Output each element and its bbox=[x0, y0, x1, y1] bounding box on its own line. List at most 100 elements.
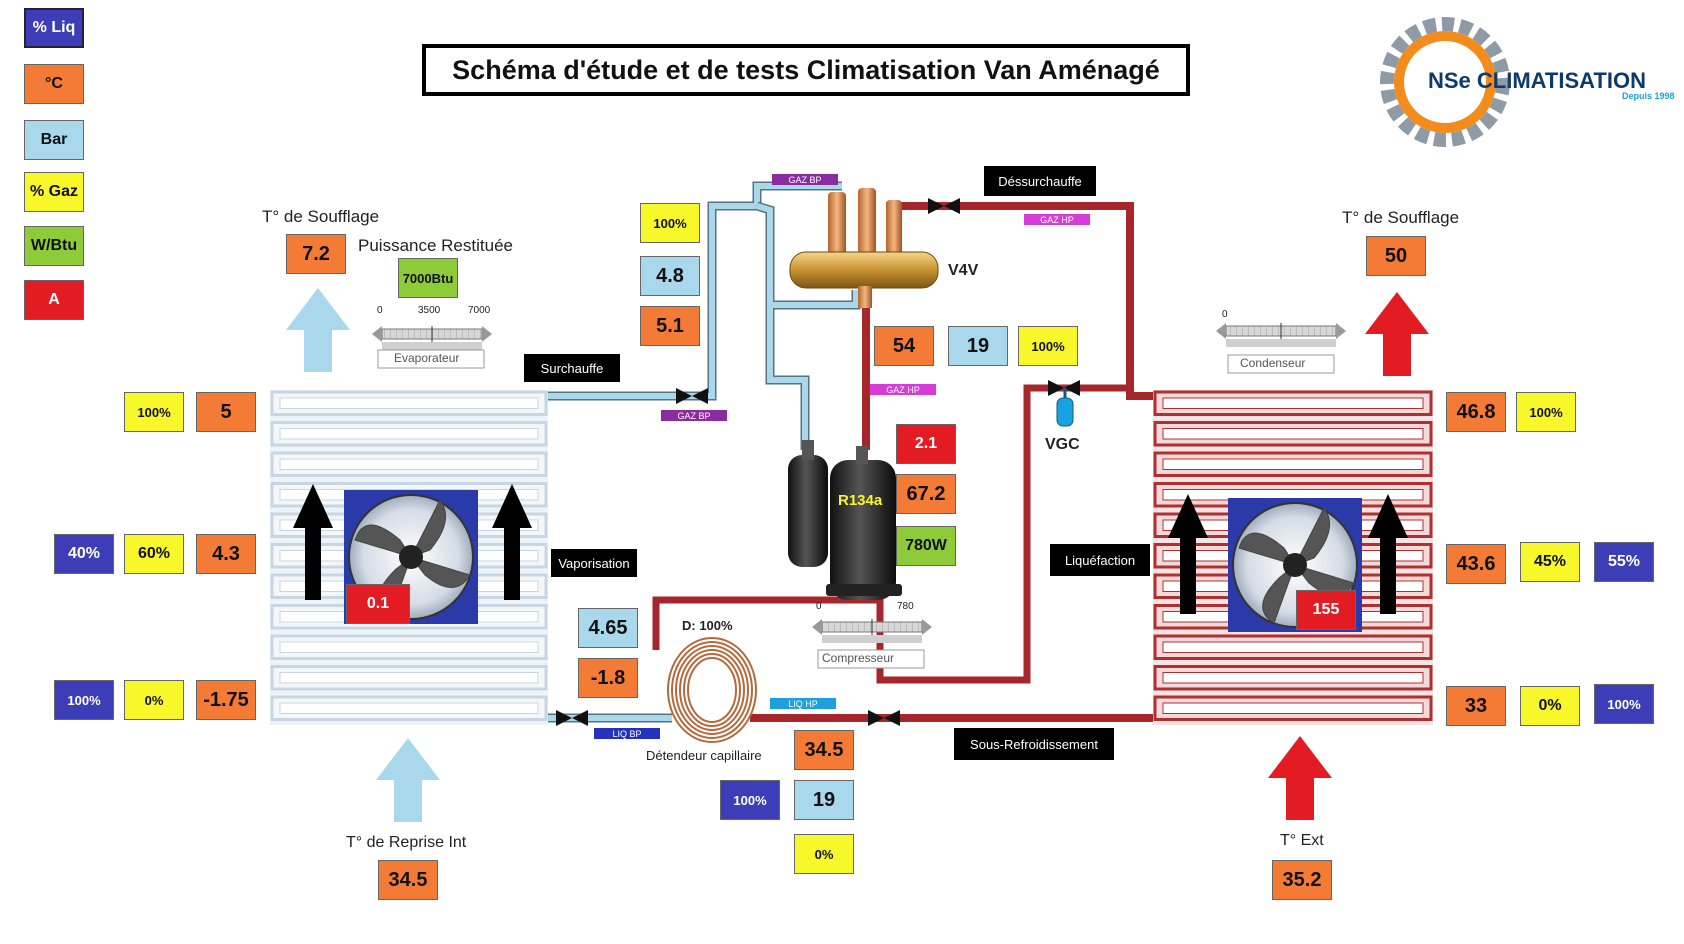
stage-subcooling: Sous-Refroidissement bbox=[954, 728, 1114, 760]
tag-gaz-hp-top: GAZ HP bbox=[1024, 214, 1090, 225]
brand-name: NSe CLIMATISATION bbox=[1428, 68, 1646, 93]
cond-fan-current: 155 bbox=[1296, 590, 1356, 630]
refrigerant-label: R134a bbox=[838, 492, 883, 509]
stage-superheat: Surchauffe bbox=[524, 354, 620, 382]
power-label: Puissance Restituée bbox=[358, 236, 513, 255]
stage-vaporisation: Vaporisation bbox=[551, 549, 637, 577]
discharge-temp: 54 bbox=[874, 326, 934, 366]
evap-gauge-min: 0 bbox=[377, 305, 383, 316]
evap-inlet-gas-pct: 100% bbox=[124, 392, 184, 432]
tag-gaz-bp-mid: GAZ BP bbox=[661, 410, 727, 421]
brand-logo bbox=[1380, 17, 1510, 147]
evap-gauge-mid: 3500 bbox=[418, 305, 441, 316]
liquid-line-temp: 34.5 bbox=[794, 730, 854, 770]
diagram-title: Schéma d'étude et de tests Climatisation… bbox=[422, 44, 1190, 96]
tag-gaz-bp-top: GAZ BP bbox=[772, 174, 838, 185]
evaporator-tube-inner bbox=[279, 672, 539, 684]
legend-amps: A bbox=[24, 280, 84, 320]
legend-gas-pct: % Gaz bbox=[24, 172, 84, 212]
cond-gauge-label: Condenseur bbox=[1240, 356, 1306, 370]
liquid-line-liq-pct: 100% bbox=[720, 780, 780, 820]
evap-blowing-temp: 7.2 bbox=[286, 234, 346, 274]
discharge-pressure: 19 bbox=[948, 326, 1008, 366]
evap-fan-current: 0.1 bbox=[346, 584, 410, 624]
compressor-current: 2.1 bbox=[896, 424, 956, 464]
tag-liq-hp: LIQ HP bbox=[770, 698, 836, 709]
tag-gaz-hp-mid: GAZ HP bbox=[870, 384, 936, 395]
condenser-tube-inner bbox=[1162, 702, 1424, 714]
cond-ext-label: T° Ext bbox=[1280, 832, 1324, 849]
evaporator-tube-inner bbox=[279, 458, 539, 470]
airflow-arrows bbox=[286, 288, 1429, 822]
legend-celsius: °C bbox=[24, 64, 84, 104]
cond-blowing-temp: 50 bbox=[1366, 236, 1426, 276]
cond-blowing-label: T° de Soufflage bbox=[1342, 208, 1460, 227]
legend-liq-pct: % Liq bbox=[24, 8, 84, 48]
evap-mid-temp: 4.3 bbox=[196, 534, 256, 574]
suction-temp: 5.1 bbox=[640, 306, 700, 346]
cond-inlet-temp: 46.8 bbox=[1446, 392, 1506, 432]
evap-mid-liq-pct: 40% bbox=[54, 534, 114, 574]
condenser-tube-inner bbox=[1162, 458, 1424, 470]
condenser-tube-inner bbox=[1162, 397, 1424, 409]
compressor-power: 780W bbox=[896, 526, 956, 566]
vgc-label: VGC bbox=[1045, 436, 1080, 453]
evaporator-tube-inner bbox=[279, 428, 539, 440]
evap-return-temp: 34.5 bbox=[378, 860, 438, 900]
cond-outlet-liq-pct: 100% bbox=[1594, 684, 1654, 724]
discharge-gas-pct: 100% bbox=[1018, 326, 1078, 366]
expansion-label: Détendeur capillaire bbox=[646, 748, 762, 763]
cond-mid-gas-pct: 45% bbox=[1520, 542, 1580, 582]
evap-gauge-label: Evaporateur bbox=[394, 351, 460, 365]
compressor bbox=[788, 440, 902, 600]
suction-pressure: 4.8 bbox=[640, 256, 700, 296]
compressor-temp: 67.2 bbox=[896, 474, 956, 514]
evap-outlet-liq-pct: 100% bbox=[54, 680, 114, 720]
condenser-gauge bbox=[1216, 323, 1346, 374]
evap-inlet-temp: 5 bbox=[196, 392, 256, 432]
condenser-tube-inner bbox=[1162, 428, 1424, 440]
valve-label: V4V bbox=[948, 262, 979, 279]
evap-outlet-temp: -1.75 bbox=[196, 680, 256, 720]
expansion-inlet-temp: -1.8 bbox=[578, 658, 638, 698]
evap-outlet-gas-pct: 0% bbox=[124, 680, 184, 720]
tag-liq-bp: LIQ BP bbox=[594, 728, 660, 739]
evaporator-tube-inner bbox=[279, 641, 539, 653]
legend-power: W/Btu bbox=[24, 226, 84, 266]
cond-mid-liq-pct: 55% bbox=[1594, 542, 1654, 582]
condenser-tube-inner bbox=[1162, 641, 1424, 653]
vgc-receiver bbox=[1056, 388, 1074, 427]
compressor-gauge bbox=[812, 619, 932, 669]
power-value: 7000Btu bbox=[398, 258, 458, 298]
service-valves bbox=[556, 198, 1080, 726]
condenser-tube-inner bbox=[1162, 672, 1424, 684]
comp-gauge-max: 780 bbox=[897, 601, 914, 612]
evap-blowing-label: T° de Soufflage bbox=[262, 207, 380, 226]
cond-ext-temp: 35.2 bbox=[1272, 860, 1332, 900]
evap-gauge-max: 7000 bbox=[468, 305, 491, 316]
cond-gauge-min: 0 bbox=[1222, 309, 1228, 320]
suction-gas-pct: 100% bbox=[640, 203, 700, 243]
cond-mid-temp: 43.6 bbox=[1446, 544, 1506, 584]
stage-desuperheat: Déssurchauffe bbox=[984, 166, 1096, 196]
comp-gauge-min: 0 bbox=[816, 601, 822, 612]
stage-liquefaction: Liquéfaction bbox=[1050, 544, 1150, 576]
liquid-line-pressure: 19 bbox=[794, 780, 854, 820]
cond-outlet-gas-pct: 0% bbox=[1520, 686, 1580, 726]
legend-bar: Bar bbox=[24, 120, 84, 160]
evaporator-gauge bbox=[372, 326, 492, 369]
brand-tagline: Depuis 1998 bbox=[1622, 91, 1675, 101]
liquid-line-gas-pct: 0% bbox=[794, 834, 854, 874]
evaporator-tube-inner bbox=[279, 397, 539, 409]
cond-outlet-temp: 33 bbox=[1446, 686, 1506, 726]
comp-gauge-label: Compresseur bbox=[822, 651, 895, 665]
evap-mid-gas-pct: 60% bbox=[124, 534, 184, 574]
capillary-coil bbox=[667, 637, 757, 743]
expansion-inlet-pressure: 4.65 bbox=[578, 608, 638, 648]
evaporator-tube-inner bbox=[279, 702, 539, 714]
expansion-duty: D: 100% bbox=[682, 618, 733, 633]
evap-return-label: T° de Reprise Int bbox=[346, 834, 467, 851]
four-way-valve bbox=[789, 188, 939, 308]
cond-inlet-gas-pct: 100% bbox=[1516, 392, 1576, 432]
